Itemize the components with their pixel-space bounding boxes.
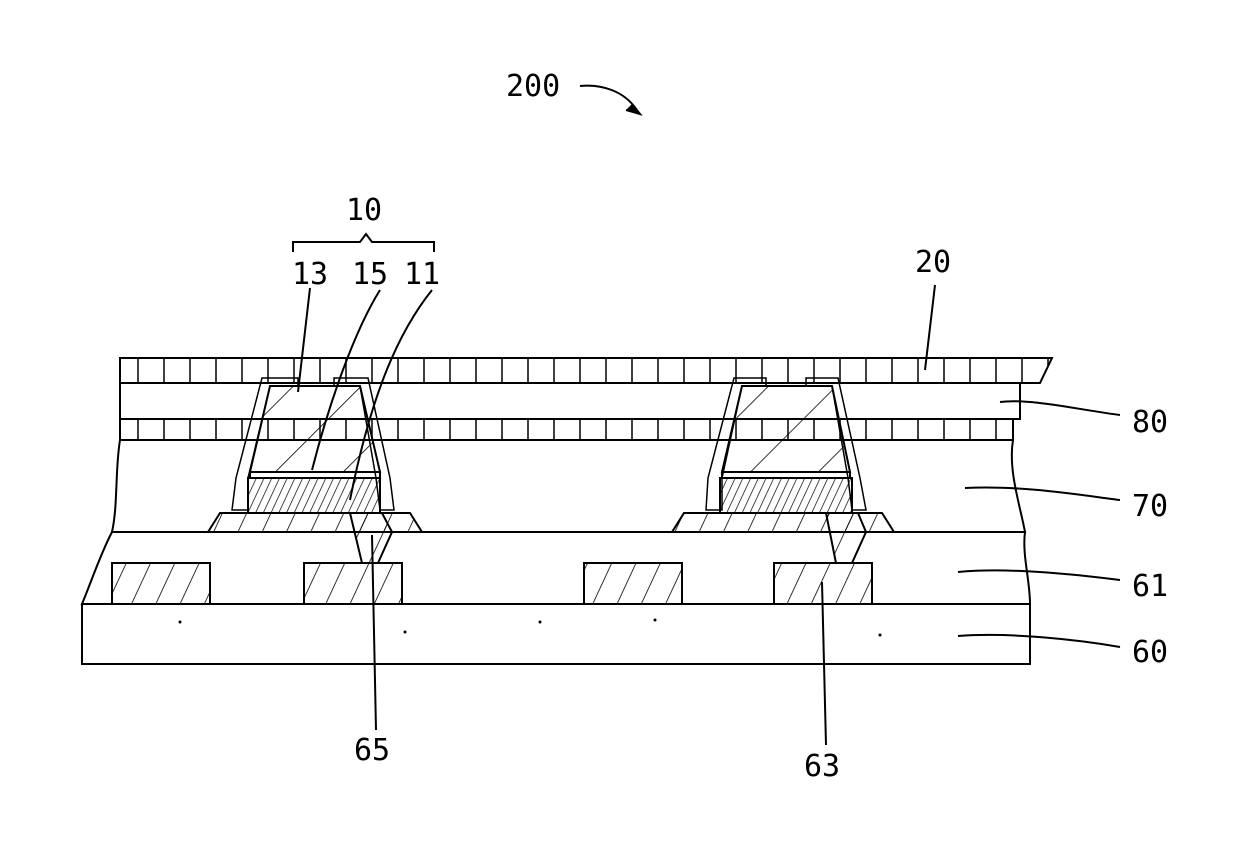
insulating-layer-61 bbox=[82, 532, 1030, 604]
electrode-63-group bbox=[112, 563, 872, 604]
led-chip-right bbox=[706, 378, 866, 513]
label-15: 15 bbox=[352, 257, 388, 292]
leader-lines bbox=[298, 86, 1120, 745]
label-80: 80 bbox=[1132, 405, 1168, 440]
label-60: 60 bbox=[1132, 635, 1168, 670]
substrate-layer-60 bbox=[82, 604, 1030, 664]
group-10-brace bbox=[293, 234, 434, 252]
via-65-group bbox=[208, 513, 894, 563]
label-11: 11 bbox=[404, 257, 440, 292]
top-layer-20 bbox=[120, 358, 1052, 383]
label-61: 61 bbox=[1132, 569, 1168, 604]
label-20: 20 bbox=[915, 245, 951, 280]
label-65: 65 bbox=[354, 733, 390, 768]
label-70: 70 bbox=[1132, 489, 1168, 524]
label-13: 13 bbox=[292, 257, 328, 292]
label-10: 10 bbox=[346, 193, 382, 228]
layer-80 bbox=[120, 383, 1020, 440]
led-chip-10-left bbox=[232, 378, 394, 513]
label-63: 63 bbox=[804, 749, 840, 784]
label-200: 200 bbox=[506, 69, 560, 104]
